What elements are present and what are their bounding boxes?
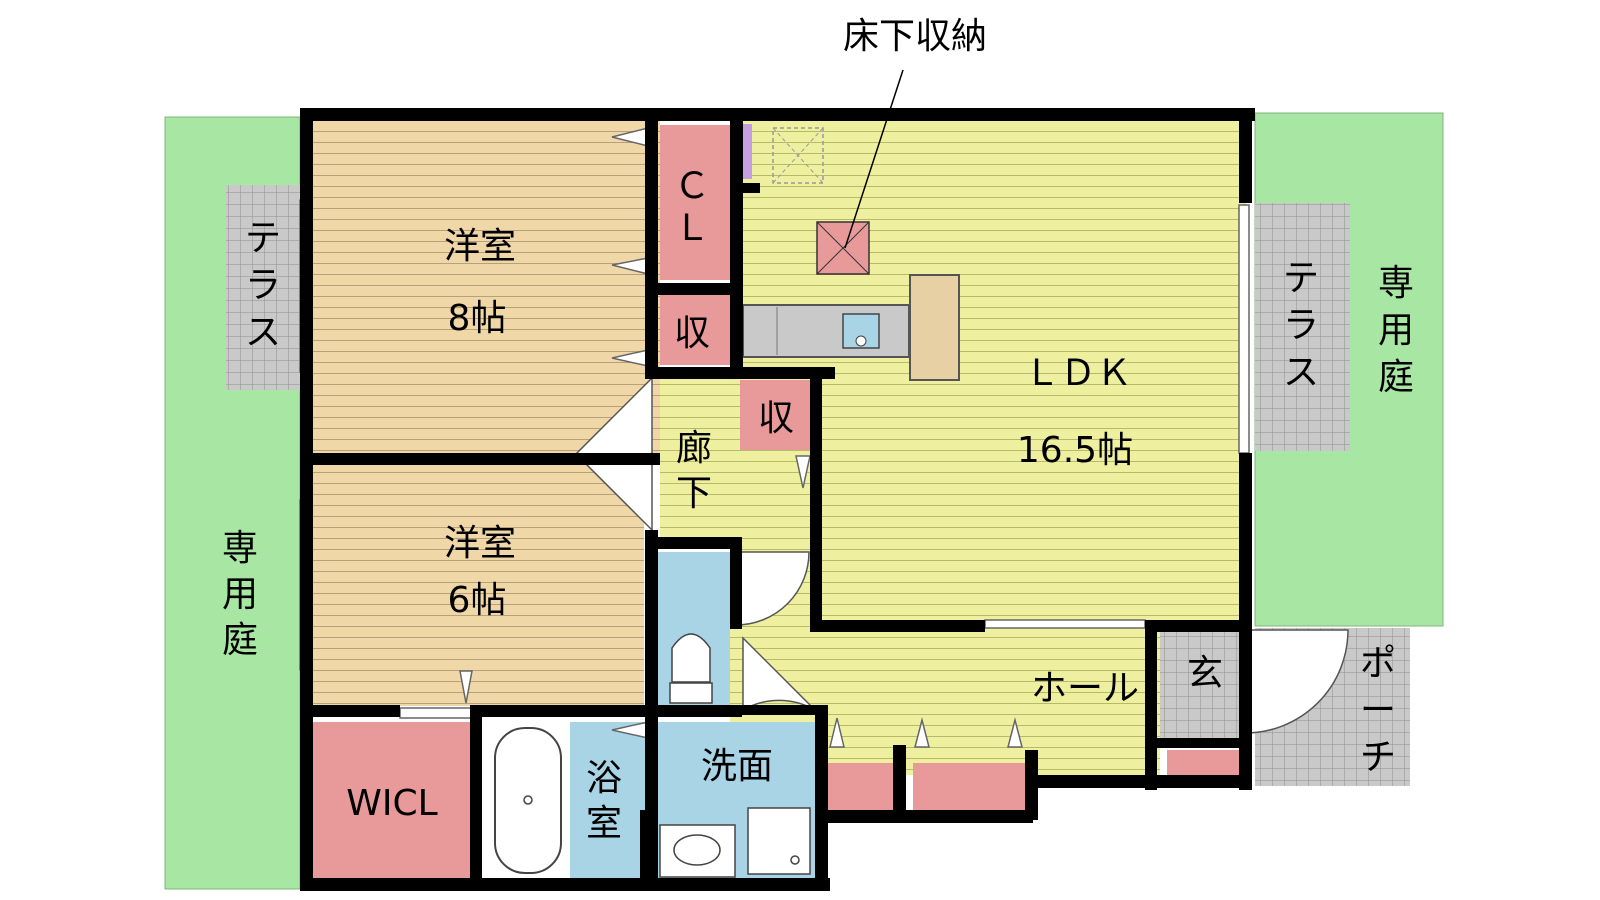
garden-left-char-3: 庭 <box>222 620 258 661</box>
storage-2-label: 収 <box>758 398 794 439</box>
small-purple-storage <box>742 124 752 179</box>
door-swings <box>575 376 1349 734</box>
washing-machine-drain-icon <box>790 855 800 865</box>
callout-underfloor-storage: 床下収納 <box>843 16 987 57</box>
corridor-line1: 廊 <box>676 428 712 469</box>
closet-cl <box>660 125 730 280</box>
washroom-label: 洗面 <box>701 746 773 787</box>
wicl-room <box>313 722 470 882</box>
garden-left-char-2: 用 <box>222 574 258 615</box>
garden-right-char-1: 専 <box>1378 263 1414 304</box>
western-room-6-name: 洋室 <box>444 523 516 564</box>
washbasin-icon <box>659 824 736 878</box>
garden-right-char-3: 庭 <box>1378 357 1414 398</box>
walls <box>300 108 1255 891</box>
storage-box-1 <box>660 295 730 365</box>
closet-cl-line1: Ｃ <box>674 166 710 207</box>
western-room-8-size: 8帖 <box>448 298 507 339</box>
garden-left-char-1: 専 <box>222 528 258 569</box>
porch-char-2: ー <box>1360 690 1396 731</box>
porch-char-3: チ <box>1360 737 1396 778</box>
kitchen-drain-icon <box>855 335 867 347</box>
hall-label: ホール <box>1031 668 1139 709</box>
terrace-left <box>226 185 304 390</box>
bath-line1: 浴 <box>586 758 622 799</box>
porch-char-1: ポ <box>1360 643 1396 684</box>
terrace-left-char-3: ス <box>245 312 281 353</box>
ldk-size: 16.5帖 <box>1017 430 1133 471</box>
callout-leader-line <box>844 69 904 249</box>
terrace-right <box>1255 203 1350 451</box>
western-room-6-floor <box>310 463 644 706</box>
terrace-left-char-2: ラ <box>245 265 281 306</box>
underfloor-storage-hatch-x2 <box>816 221 870 275</box>
entrance-label: 玄 <box>1187 653 1223 694</box>
entrance-floor <box>1160 628 1245 748</box>
western-room-8-name: 洋室 <box>444 226 516 267</box>
kitchen-counter <box>742 304 910 358</box>
storage-box-2 <box>740 380 810 450</box>
terrace-right-char-1: テ <box>1283 258 1319 299</box>
western-room-8-floor <box>310 120 660 453</box>
toilet-bowl-icon <box>671 633 711 683</box>
underfloor-storage-dashed <box>772 127 824 184</box>
underfloor-storage-dashed-x2 <box>772 127 824 184</box>
bath-drain-icon <box>523 795 533 805</box>
shoe-cabinet-1 <box>828 763 900 813</box>
bathtub-icon <box>494 727 562 874</box>
garden-right-char-2: 用 <box>1378 310 1414 351</box>
closet-cl-line2: Ｌ <box>674 208 710 249</box>
ldk-name: ＬＤＫ <box>1024 353 1132 394</box>
terrace-right-char-2: ラ <box>1283 305 1319 346</box>
storage-1-label: 収 <box>674 313 710 354</box>
corridor-line2: 下 <box>676 473 712 514</box>
bath-room <box>570 722 648 880</box>
terrace-left-char-1: テ <box>245 218 281 259</box>
western-room-6-size: 6帖 <box>448 580 507 621</box>
bath-line2: 室 <box>586 803 622 844</box>
wicl-label: WICL <box>346 783 437 824</box>
washing-machine-pan-icon <box>747 807 811 875</box>
washbasin-bowl-icon <box>673 834 721 866</box>
terrace-right-char-3: ス <box>1283 352 1319 393</box>
kitchen-island <box>909 274 960 381</box>
shoe-cabinet-2 <box>913 763 1025 813</box>
toilet-tank-icon <box>669 682 713 704</box>
